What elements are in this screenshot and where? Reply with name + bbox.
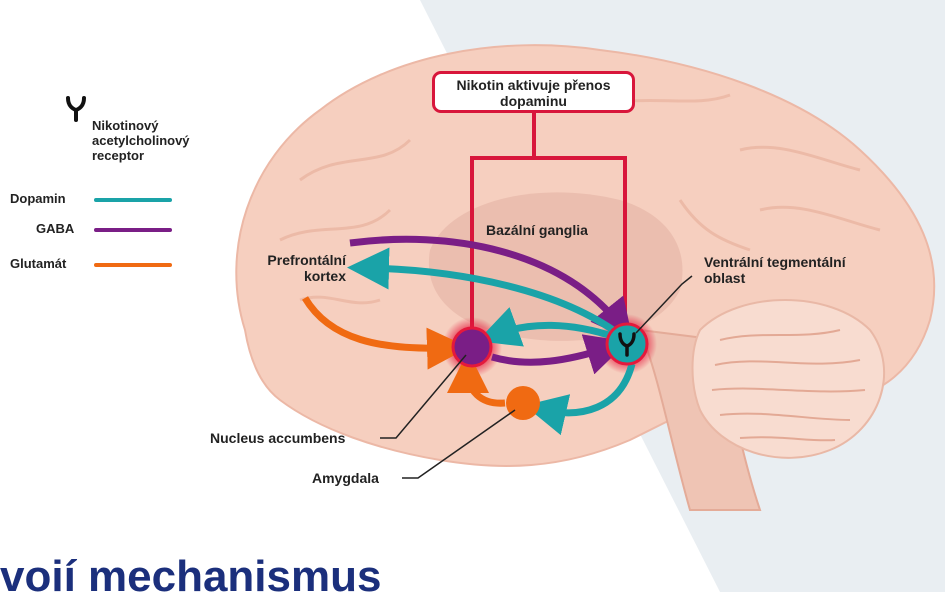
- nicotine-callout: Nikotin aktivuje přenos dopaminu: [432, 71, 635, 113]
- label-amygdala: Amygdala: [312, 470, 379, 486]
- label-prefrontal-cortex: Prefrontální kortex: [246, 252, 346, 284]
- legend-label-gaba: GABA: [36, 221, 74, 236]
- legend-label-dopamin: Dopamin: [10, 191, 66, 206]
- cerebellum-shape: [693, 300, 885, 458]
- page-headline: voií mechanismus: [0, 552, 381, 602]
- legend-line-glutamat: [94, 263, 172, 267]
- vta-node: [607, 324, 647, 364]
- legend-line-dopamin: [94, 198, 172, 202]
- nucleus-accumbens-node: [453, 328, 491, 366]
- amygdala-node: [506, 386, 540, 420]
- legend-receptor-label: Nikotinový acetylcholinový receptor: [92, 118, 242, 163]
- label-nucleus-accumbens: Nucleus accumbens: [210, 430, 345, 446]
- label-basal-ganglia: Bazální ganglia: [486, 222, 588, 238]
- legend-line-gaba: [94, 228, 172, 232]
- label-vta: Ventrální tegmentální oblast: [704, 254, 864, 286]
- legend-label-glutamat: Glutamát: [10, 256, 66, 271]
- legend-receptor-icon: [68, 98, 84, 120]
